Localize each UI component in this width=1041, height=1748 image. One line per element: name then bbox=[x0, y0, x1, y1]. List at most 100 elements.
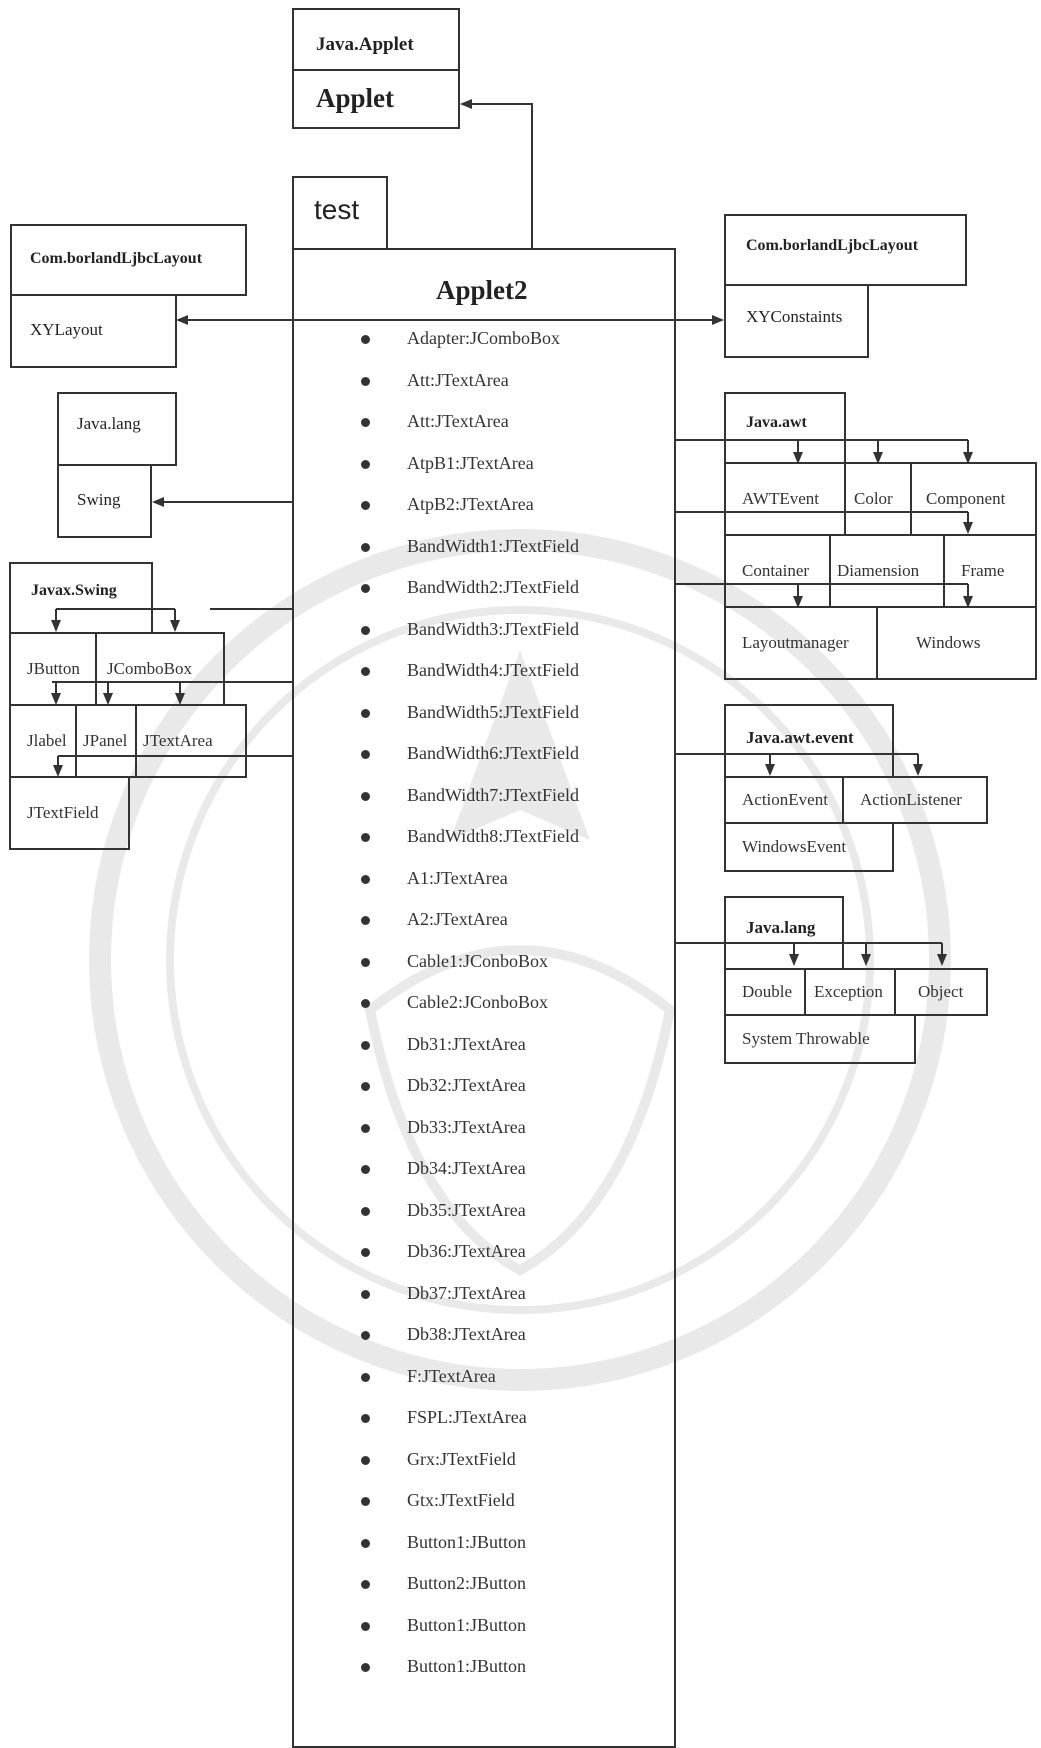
xylayout-package-box: Com.borlandLjbcLayout bbox=[10, 224, 247, 296]
attribute-bullet bbox=[361, 1622, 370, 1631]
xylayout-package-label: Com.borlandLjbcLayout bbox=[30, 250, 203, 267]
exception-label: Exception bbox=[814, 982, 883, 1001]
attribute-item: BandWidth4:JTextField bbox=[407, 660, 580, 680]
java-lang-swing-package-box: Java.lang bbox=[57, 392, 177, 466]
attribute-item: BandWidth7:JTextField bbox=[407, 785, 580, 805]
jbutton-label: JButton bbox=[27, 659, 80, 678]
attribute-item: Db35:JTextArea bbox=[407, 1200, 526, 1220]
attribute-bullet bbox=[361, 1290, 370, 1299]
attribute-item: Att:JTextArea bbox=[407, 370, 509, 390]
attribute-bullet bbox=[361, 958, 370, 967]
swing-class-box: Swing bbox=[57, 464, 152, 538]
attribute-bullet bbox=[361, 1497, 370, 1506]
attribute-item: Grx:JTextField bbox=[407, 1449, 516, 1469]
double-class: Double bbox=[724, 968, 806, 1016]
test-tab-label: test bbox=[314, 194, 360, 225]
jcombobox-label: JComboBox bbox=[107, 659, 193, 678]
attribute-bullet bbox=[361, 1082, 370, 1091]
java-awt-package-box: Java.awt bbox=[724, 392, 846, 464]
attribute-bullet bbox=[361, 501, 370, 510]
attribute-item: AtpB2:JTextArea bbox=[407, 494, 534, 514]
color-label: Color bbox=[854, 489, 893, 508]
jtextfield-label: JTextField bbox=[27, 803, 99, 822]
xyconstraints-package-label: Com.borlandLjbcLayout bbox=[746, 237, 919, 254]
attribute-item: Db31:JTextArea bbox=[407, 1034, 526, 1054]
attribute-item: A1:JTextArea bbox=[407, 868, 508, 888]
attribute-item: FSPL:JTextArea bbox=[407, 1407, 527, 1427]
jbutton-class: JButton bbox=[9, 632, 97, 706]
applet-package-box: Java.Applet bbox=[292, 8, 460, 71]
container-label: Container bbox=[742, 561, 810, 580]
applet-package-label: Java.Applet bbox=[316, 34, 414, 55]
object-label: Object bbox=[918, 982, 964, 1001]
windows-label: Windows bbox=[916, 633, 981, 652]
double-label: Double bbox=[742, 982, 793, 1001]
frame-class: Frame bbox=[943, 534, 1037, 608]
jtextarea-class: JTextArea bbox=[135, 704, 247, 778]
attribute-item: Db34:JTextArea bbox=[407, 1158, 526, 1178]
attribute-bullet bbox=[361, 543, 370, 552]
awtevent-class: AWTEvent bbox=[724, 462, 846, 536]
windows-class: Windows bbox=[876, 606, 1037, 680]
component-class: Component bbox=[910, 462, 1037, 536]
jpanel-label: JPanel bbox=[83, 731, 128, 750]
attribute-item: BandWidth2:JTextField bbox=[407, 577, 580, 597]
test-tab: test bbox=[292, 176, 388, 250]
attribute-bullet bbox=[361, 1207, 370, 1216]
layoutmanager-label: Layoutmanager bbox=[742, 633, 849, 652]
color-class: Color bbox=[844, 462, 912, 536]
attribute-item: Gtx:JTextField bbox=[407, 1490, 515, 1510]
jtextarea-label: JTextArea bbox=[143, 731, 213, 750]
attribute-item: Db38:JTextArea bbox=[407, 1324, 526, 1344]
attribute-item: Cable1:JConboBox bbox=[407, 951, 549, 971]
attribute-bullet bbox=[361, 584, 370, 593]
java-lang-package-box: Java.lang bbox=[724, 896, 844, 970]
attribute-bullet bbox=[361, 792, 370, 801]
javax-swing-package-label: Javax.Swing bbox=[31, 582, 117, 599]
system-throwable-label: System Throwable bbox=[742, 1029, 870, 1048]
attribute-item: AtpB1:JTextArea bbox=[407, 453, 534, 473]
actionlistener-label: ActionListener bbox=[860, 790, 962, 809]
xyconstraints-class-box: XYConstaints bbox=[724, 284, 869, 358]
layoutmanager-class: Layoutmanager bbox=[724, 606, 878, 680]
attribute-item: F:JTextArea bbox=[407, 1366, 496, 1386]
attribute-bullet bbox=[361, 709, 370, 718]
attribute-bullet bbox=[361, 418, 370, 427]
awtevent-label: AWTEvent bbox=[742, 489, 819, 508]
attribute-bullet bbox=[361, 1041, 370, 1050]
java-lang-package-label: Java.lang bbox=[746, 918, 816, 937]
attribute-item: Db36:JTextArea bbox=[407, 1241, 526, 1261]
attribute-bullet bbox=[361, 1539, 370, 1548]
jlabel-label: Jlabel bbox=[27, 731, 67, 750]
attribute-item: BandWidth3:JTextField bbox=[407, 619, 580, 639]
exception-class: Exception bbox=[804, 968, 896, 1016]
applet-class-box: Applet bbox=[292, 69, 460, 129]
java-awt-package-label: Java.awt bbox=[746, 414, 807, 431]
attribute-bullet bbox=[361, 999, 370, 1008]
attribute-item: Db33:JTextArea bbox=[407, 1117, 526, 1137]
attribute-bullet bbox=[361, 916, 370, 925]
applet-class-label: Applet bbox=[316, 83, 395, 113]
xylayout-class-label: XYLayout bbox=[30, 320, 103, 339]
component-label: Component bbox=[926, 489, 1006, 508]
actionlistener-class: ActionListener bbox=[842, 776, 988, 824]
attribute-item: Db32:JTextArea bbox=[407, 1075, 526, 1095]
attribute-bullet bbox=[361, 667, 370, 676]
attribute-item: Button1:JButton bbox=[407, 1656, 527, 1676]
attribute-bullet bbox=[361, 1331, 370, 1340]
applet2-class-name: Applet2 bbox=[436, 275, 528, 305]
attribute-bullet bbox=[361, 377, 370, 386]
jlabel-class: Jlabel bbox=[9, 704, 77, 778]
jpanel-class: JPanel bbox=[75, 704, 137, 778]
attribute-bullet bbox=[361, 750, 370, 759]
frame-label: Frame bbox=[961, 561, 1005, 580]
xyconstraints-class-label: XYConstaints bbox=[746, 307, 843, 326]
attribute-item: Button2:JButton bbox=[407, 1573, 527, 1593]
attribute-bullet bbox=[361, 1165, 370, 1174]
java-awt-event-package-label: Java.awt.event bbox=[746, 728, 854, 747]
actionevent-label: ActionEvent bbox=[742, 790, 828, 809]
attribute-item: Button1:JButton bbox=[407, 1532, 527, 1552]
java-awt-event-package-box: Java.awt.event bbox=[724, 704, 894, 778]
attribute-item: Cable2:JConboBox bbox=[407, 992, 549, 1012]
